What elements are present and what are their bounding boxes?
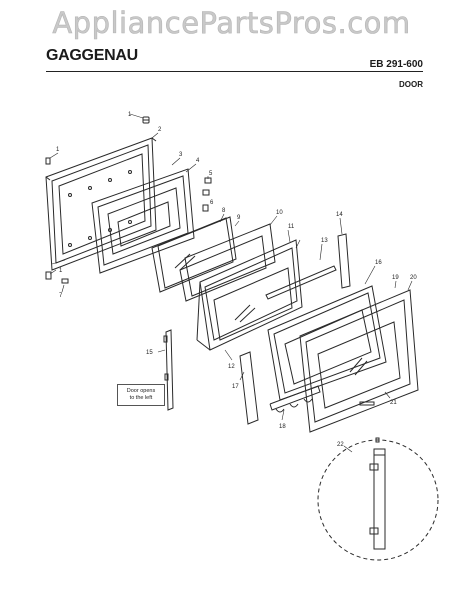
callout-21: 21 [390,400,397,406]
callout-18: 18 [279,424,286,430]
part-strip-17[interactable] [239,351,259,425]
part-middle-glass[interactable] [179,223,276,302]
callout-14: 14 [336,212,343,218]
part-side-strip-14[interactable] [337,233,351,289]
callout-10: 10 [276,210,283,216]
part-hinge-strip-15[interactable] [163,329,174,411]
callout-8: 8 [222,208,226,214]
model-number: EB 291-600 [369,59,423,70]
callout-22: 22 [337,442,344,448]
callout-13: 13 [321,238,328,244]
callout-3: 3 [179,152,183,158]
callout-19: 19 [392,275,399,281]
part-gasket-frame[interactable] [91,168,195,274]
callout-11: 11 [288,224,295,230]
callout-7: 7 [59,293,63,299]
callout-9: 9 [237,215,241,221]
part-rail-13[interactable] [265,265,337,300]
part-glass-cassette[interactable] [196,239,303,351]
callout-6: 6 [210,200,214,206]
callout-16: 16 [375,260,382,266]
door-opens-note: Door opens to the left [117,384,165,406]
part-bottom-trim-18[interactable] [269,385,321,413]
part-door-frame[interactable] [45,137,157,271]
callout-15: 15 [146,350,153,356]
part-screw-top[interactable] [142,116,150,124]
brand-logo: GAGGENAU [46,47,138,64]
part-inner-glass[interactable] [151,216,237,293]
callout-2: 2 [158,127,162,133]
part-inner-panel[interactable] [267,285,387,401]
callout-5: 5 [209,171,213,177]
note-line-2: to the left [129,395,153,401]
callout-labels: 1 2 1 3 4 5 6 1 7 8 9 10 11 13 14 16 19 … [56,112,417,448]
part-outer-door-glass[interactable] [299,289,419,433]
callout-1c: 1 [59,268,63,274]
callout-1b: 1 [56,147,60,153]
callout-20: 20 [410,275,417,281]
callout-12: 12 [228,364,235,370]
header-rule [46,71,423,72]
part-small-clips[interactable] [45,157,212,284]
watermark: AppliancePartsPros.com [52,6,411,41]
note-line-1: Door opens [126,388,156,394]
callout-1: 1 [128,112,132,118]
part-handle-detail-22[interactable] [317,437,439,561]
callout-17: 17 [232,384,239,390]
section-title: DOOR [399,80,423,89]
leader-lines [49,113,413,453]
callout-4: 4 [196,158,200,164]
